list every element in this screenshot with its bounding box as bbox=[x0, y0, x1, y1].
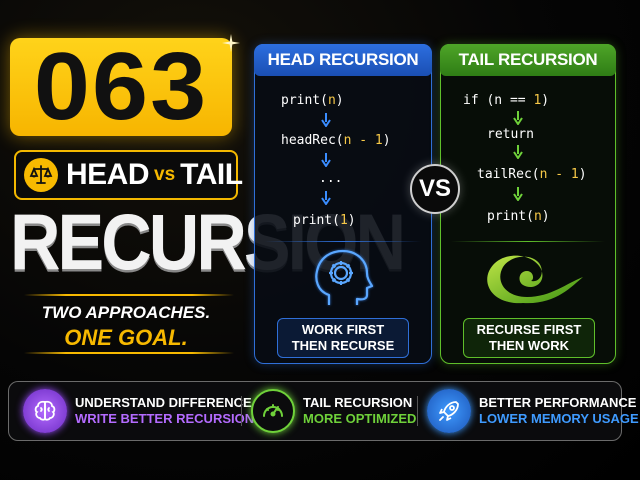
speedometer-icon bbox=[251, 389, 295, 433]
divider-line bbox=[24, 294, 234, 296]
episode-badge: 063 bbox=[10, 38, 232, 136]
arrow-down-icon bbox=[513, 111, 523, 125]
episode-number: 063 bbox=[33, 33, 209, 140]
arrow-down-icon bbox=[513, 145, 523, 159]
rocket-icon bbox=[427, 389, 471, 433]
vs-small: vs bbox=[154, 164, 176, 185]
vs-badge: VS bbox=[410, 164, 460, 214]
brain-icon bbox=[23, 389, 67, 433]
code-line: tailRec(n - 1) bbox=[477, 167, 587, 182]
code-line: headRec(n - 1) bbox=[281, 133, 391, 148]
swirl-icon bbox=[487, 255, 583, 304]
tail-footer-tag: RECURSE FIRST THEN WORK bbox=[463, 318, 595, 358]
separator bbox=[417, 396, 418, 426]
separator bbox=[241, 396, 242, 426]
arrow-down-icon bbox=[321, 113, 331, 127]
panel-title: HEAD RECURSION bbox=[254, 44, 432, 76]
feature-item: BETTER PERFORMANCE LOWER MEMORY USAGE bbox=[427, 382, 639, 440]
arrow-down-icon bbox=[513, 187, 523, 201]
tagline-1: TWO APPROACHES. bbox=[41, 303, 211, 322]
head-word: HEAD bbox=[66, 158, 150, 191]
features-bar: UNDERSTAND DIFFERENCE WRITE BETTER RECUR… bbox=[8, 381, 639, 441]
head-gear-icon bbox=[315, 249, 374, 305]
divider-line bbox=[24, 352, 234, 354]
panel-title: TAIL RECURSION bbox=[440, 44, 616, 76]
main-title: RECURSION bbox=[10, 198, 406, 286]
code-line: print(n) bbox=[281, 93, 344, 108]
balance-scale-icon bbox=[24, 158, 58, 192]
feature-title: UNDERSTAND DIFFERENCE bbox=[75, 395, 252, 410]
tail-recursion-panel: TAIL RECURSION if (n == 1) return tailRe… bbox=[440, 44, 616, 364]
feature-title: TAIL RECURSION bbox=[303, 395, 413, 410]
panel-divider bbox=[265, 241, 421, 242]
feature-item: UNDERSTAND DIFFERENCE WRITE BETTER RECUR… bbox=[23, 382, 254, 440]
feature-subtitle: MORE OPTIMIZED bbox=[303, 411, 417, 426]
arrow-down-icon bbox=[321, 191, 331, 205]
tagline-2: ONE GOAL. bbox=[64, 325, 188, 350]
sparkle-icon bbox=[222, 34, 240, 52]
tail-word: TAIL bbox=[180, 158, 243, 191]
code-line: if (n == 1) bbox=[463, 93, 550, 108]
topic-pill: HEAD vs TAIL bbox=[14, 150, 243, 200]
feature-subtitle: WRITE BETTER RECURSION bbox=[75, 411, 255, 426]
code-line: print(n) bbox=[487, 209, 550, 224]
arrow-down-icon bbox=[321, 153, 331, 167]
panel-divider bbox=[451, 241, 605, 242]
code-line: print(1) bbox=[293, 213, 356, 228]
head-recursion-panel: HEAD RECURSION print(n) headRec(n - 1) .… bbox=[254, 44, 432, 364]
feature-subtitle: LOWER MEMORY USAGE bbox=[479, 411, 639, 426]
head-footer-tag: WORK FIRST THEN RECURSE bbox=[277, 318, 409, 358]
code-line: return bbox=[487, 127, 534, 142]
feature-item: TAIL RECURSION MORE OPTIMIZED bbox=[251, 382, 416, 440]
feature-title: BETTER PERFORMANCE bbox=[479, 395, 637, 410]
code-line: ... bbox=[319, 171, 343, 186]
